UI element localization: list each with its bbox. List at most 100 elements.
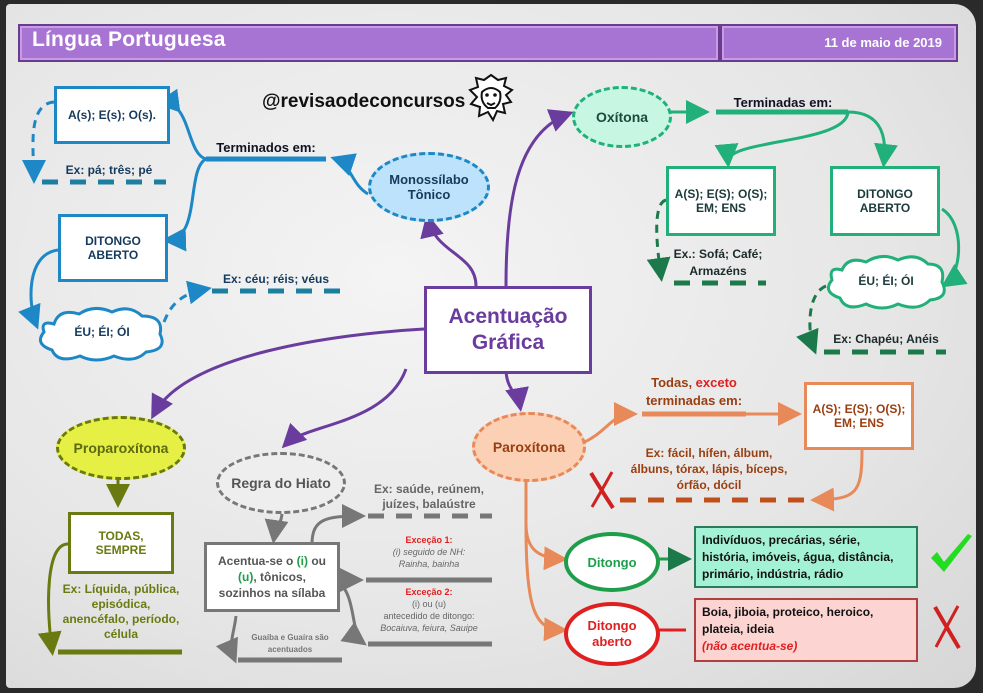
cross-icon	[933, 605, 961, 650]
node-text: aberto	[592, 634, 632, 649]
example-line: episódica,	[91, 597, 151, 611]
exception-line: antecedido de ditongo:	[383, 611, 475, 621]
center-node: Acentuação Gráfica	[424, 286, 592, 374]
note-line: Indivíduos, precárias, série,	[702, 533, 861, 547]
check-icon	[931, 534, 972, 572]
exception-title: Exceção 2:	[405, 587, 453, 597]
exception-line: Rainha, bainha	[398, 559, 460, 569]
box-text: DITONGO	[857, 187, 913, 201]
hiato-note: Guaíba e Guaíra são acentuados	[234, 632, 346, 656]
header-date-bar	[720, 24, 958, 62]
hiato-exception-2: Exceção 2: (i) ou (u) antecedido de dito…	[362, 586, 496, 634]
oxitona-ending-box: A(S); E(S); O(S); EM; ENS	[666, 166, 776, 236]
rule-line: Acentua-se o (i) ou	[218, 553, 326, 569]
oxitona-branch-label: Terminadas em:	[733, 95, 833, 110]
cross-icon	[589, 471, 615, 510]
exception-title: Exceção 1:	[405, 535, 453, 545]
rule-text: ou	[308, 554, 326, 568]
note-line: primário, indústria, rádio	[702, 567, 844, 581]
box-text: ABERTO	[859, 201, 911, 215]
oxitona-cloud-shape	[826, 255, 946, 310]
box-text: EM; ENS	[833, 416, 884, 430]
header-title: Língua Portuguesa	[32, 28, 226, 51]
ditongo-node: Ditongo	[564, 532, 660, 592]
center-title: Gráfica	[471, 331, 545, 354]
exception-line: Bocaiuva, feiura, Sauipe	[380, 623, 478, 633]
node-text: Monossílabo	[389, 172, 469, 187]
rule-text: , tônicos,	[253, 570, 306, 584]
box-text: SEMPRE	[95, 543, 147, 557]
note-line: Boia, jiboia, proteico, heroico,	[702, 605, 874, 619]
monossilabo-example-1: Ex: pá; três; pé	[65, 163, 153, 177]
monossilabo-node: Monossílabo Tônico	[368, 152, 490, 222]
rule-highlight-u: (u)	[238, 570, 254, 584]
proparoxitona-node: Proparoxítona	[56, 416, 186, 480]
brand-handle: @revisaodeconcursos	[262, 91, 466, 112]
node-text: Regra do Hiato	[231, 475, 331, 491]
monossilabo-ending-box: A(s); E(s); O(s).	[54, 86, 170, 144]
branch-line: terminadas em:	[645, 393, 743, 408]
node-text: Tônico	[407, 187, 451, 202]
hiato-exception-1: Exceção 1: (i) seguido de NH: Rainha, ba…	[362, 534, 496, 570]
center-title: Acentuação	[448, 305, 568, 328]
header-title-bar	[18, 24, 720, 62]
note-line: (não acentua-se)	[702, 639, 798, 653]
box-text: TODAS,	[98, 529, 144, 543]
paroxitona-branch-label: Todas, exceto terminadas em:	[630, 374, 758, 410]
example-line: célula	[103, 627, 139, 641]
box-text: ABERTO	[87, 248, 139, 262]
paroxitona-example: Ex: fácil, hífen, álbum, álbuns, tórax, …	[620, 445, 798, 493]
branch-text: Todas,	[651, 375, 696, 390]
hiato-rule-box: Acentua-se o (i) ou (u), tônicos, sozinh…	[204, 542, 340, 612]
oxitona-example-2: Ex: Chapéu; Anéis	[833, 332, 939, 346]
note-line: Guaíba e Guaíra são	[251, 633, 329, 642]
example-line: anencéfalo, período,	[62, 612, 180, 626]
node-text: Ditongo	[587, 554, 637, 570]
ditongo-note: Indivíduos, precárias, série, história, …	[694, 526, 918, 588]
example-line: Ex.: Sofá; Café;	[673, 247, 763, 261]
example-line: órfão, dócil	[676, 478, 742, 492]
lion-head-icon	[468, 73, 514, 123]
branch-exceto: exceto	[695, 375, 737, 390]
proparoxitona-rule-box: TODAS, SEMPRE	[68, 512, 174, 574]
rule-highlight-i: (i)	[296, 554, 308, 568]
example-line: Ex: fácil, hífen, álbum,	[645, 446, 773, 460]
mind-map-board: Língua Portuguesa 11 de maio de 2019 @re…	[6, 4, 976, 688]
box-text: A(s); E(s); O(s).	[68, 108, 156, 122]
hiato-node: Regra do Hiato	[216, 452, 346, 514]
monossilabo-branch-label: Terminados em:	[216, 140, 316, 155]
monossilabo-ditongo-box: DITONGO ABERTO	[58, 214, 168, 282]
example-line: Armazéns	[689, 264, 747, 278]
rule-text: Acentua-se o	[217, 554, 297, 568]
exception-line: (i) ou (u)	[411, 599, 446, 609]
ditongo-aberto-node: Ditongo aberto	[564, 602, 660, 666]
node-text: Ditongo	[587, 618, 637, 633]
node-text: Paroxítona	[492, 439, 566, 455]
oxitona-cloud-text: ÉU; ÉI; ÓI	[858, 274, 914, 288]
branch-line: Todas, exceto	[630, 374, 758, 392]
rule-line: sozinhos na sílaba	[218, 586, 326, 600]
note-line: acentuados	[267, 645, 313, 654]
oxitona-node: Oxítona	[572, 86, 672, 148]
example-line: juízes, balaústre	[382, 497, 476, 511]
proparoxitona-example: Ex: Líquida, pública, episódica, anencéf…	[54, 582, 188, 642]
box-text: EM; ENS	[695, 201, 746, 215]
example-line: álbuns, tórax, lápis, bíceps,	[630, 462, 788, 476]
hiato-example: Ex: saúde, reúnem, juízes, balaústre	[362, 482, 496, 512]
example-line: Ex: saúde, reúnem,	[373, 482, 485, 496]
paroxitona-node: Paroxítona	[472, 412, 586, 482]
monossilabo-example-2: Ex: céu; réis; véus	[222, 272, 330, 286]
box-text: DITONGO	[85, 234, 141, 248]
monossilabo-cloud-text: ÉU; ÉI; ÓI	[74, 325, 130, 339]
example-line: Ex: Líquida, pública,	[62, 582, 180, 596]
box-text: A(S); E(S); O(S);	[674, 187, 768, 201]
node-text: Proparoxítona	[73, 440, 169, 456]
monossilabo-cloud-shape	[38, 307, 164, 362]
paroxitona-ending-box: A(S); E(S); O(S); EM; ENS	[804, 382, 914, 450]
exception-line: (i) seguido de NH:	[392, 547, 466, 557]
rule-line: (u), tônicos,	[238, 569, 306, 585]
oxitona-example-1: Ex.: Sofá; Café; Armazéns	[660, 246, 776, 280]
connector-lines	[18, 88, 968, 664]
note-line: plateia, ideia	[702, 622, 775, 636]
oxitona-ditongo-box: DITONGO ABERTO	[830, 166, 940, 236]
